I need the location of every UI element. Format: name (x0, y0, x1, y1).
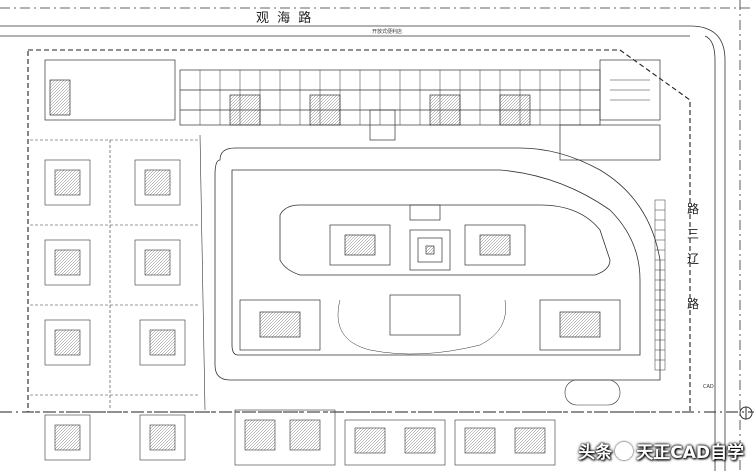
residential-towers-mid (239, 224, 621, 355)
gate-tag: 开放式便利店 (372, 29, 403, 35)
watermark-handle: 天正CAD自学 (636, 443, 744, 463)
site-boundary (27, 49, 691, 413)
at-icon (615, 442, 634, 460)
watermark: 头条 天正CAD自学 (578, 438, 744, 463)
right-road-char-1: 路 (687, 202, 700, 216)
right-road-char-2: 三 (687, 227, 700, 241)
top-road-name: 观 海 路 (256, 11, 314, 26)
watermark-prefix: 头条 (578, 443, 613, 463)
left-villa-clusters (30, 134, 206, 461)
central-plaza (409, 204, 451, 271)
right-road-char-4: 路 (687, 297, 700, 311)
bottom-townhouses (234, 379, 621, 466)
north-marker (739, 406, 753, 420)
east-parking (654, 199, 666, 371)
east-marker-tag: CAD (703, 384, 714, 390)
north-commercial-block (44, 59, 661, 161)
internal-ring-road (214, 147, 661, 381)
right-road-char-3: 辽 (687, 252, 700, 266)
